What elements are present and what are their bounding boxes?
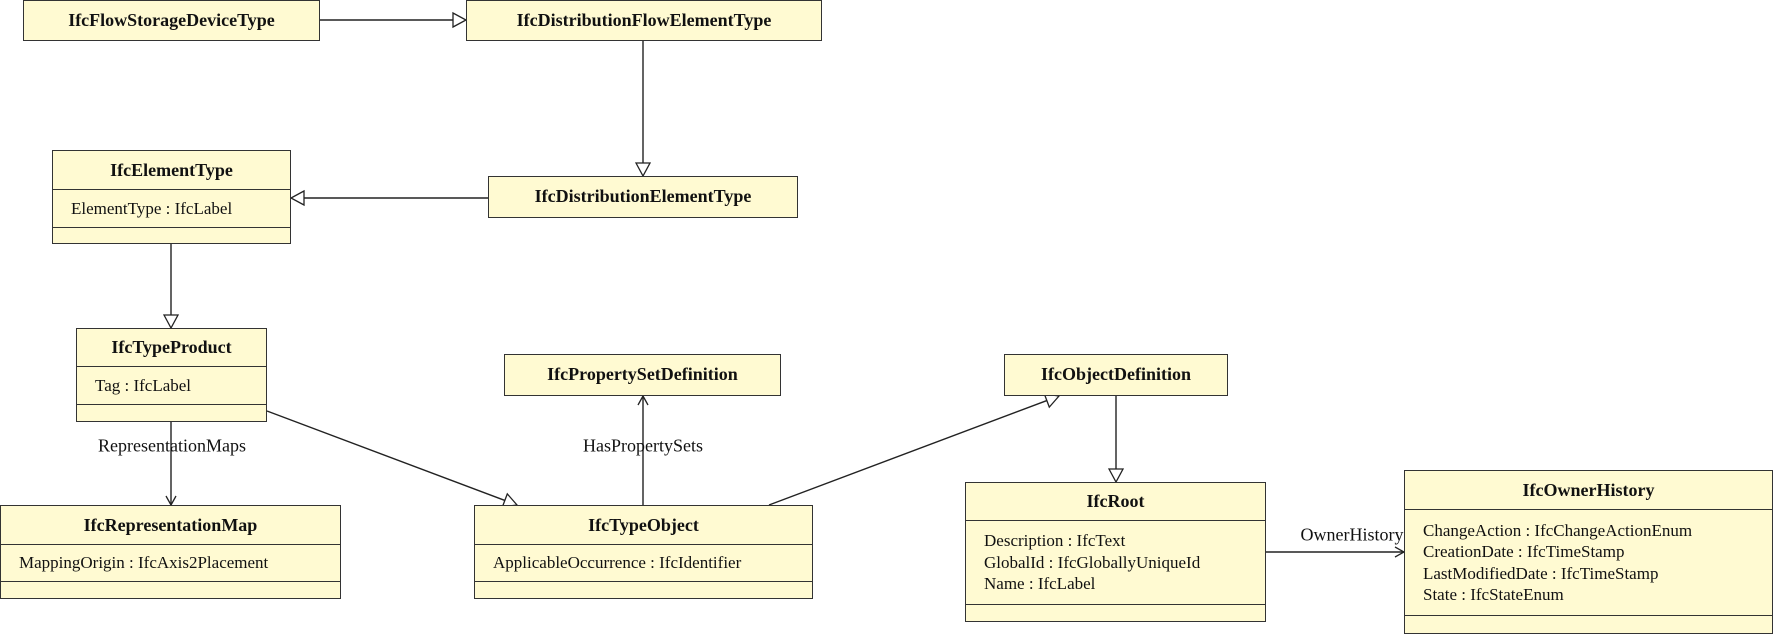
relation-generalization [289,189,488,207]
attribute: LastModifiedDate : IfcTimeStamp [1423,563,1659,583]
operations-compartment [53,227,290,243]
relation-association [637,394,649,505]
hollow-triangle-arrowhead-icon [162,314,180,330]
hollow-triangle-arrowhead-icon [289,189,305,207]
relation-label: HasPropertySets [583,435,703,456]
attribute: GlobalId : IfcGloballyUniqueId [984,552,1201,572]
class-name: IfcFlowStorageDeviceType [68,9,275,30]
class-distelement: IfcDistributionElementType [488,176,798,218]
class-name: IfcDistributionElementType [534,186,752,206]
attribute: MappingOrigin : IfcAxis2Placement [19,553,269,573]
relation-generalization [266,410,519,508]
operations-compartment [77,404,266,421]
attribute: ApplicableOccurrence : IfcIdentifier [493,553,742,573]
attribute: Description : IfcText [984,531,1126,551]
attributes-compartment: ElementType : IfcLabel [53,189,290,227]
relation-generalization [1107,396,1125,484]
relation-label: RepresentationMaps [98,435,246,456]
attributes-compartment: ApplicableOccurrence : IfcIdentifier [475,544,812,581]
hollow-triangle-arrowhead-icon [1107,468,1125,484]
class-flowstorage: IfcFlowStorageDeviceType [23,0,320,41]
class-distflow: IfcDistributionFlowElementType [466,0,822,41]
attribute: ChangeAction : IfcChangeActionEnum [1423,520,1693,540]
relation-line [768,399,1048,506]
class-name: IfcElementType [110,159,233,180]
class-name: IfcOwnerHistory [1522,479,1655,500]
class-name: IfcRoot [1086,491,1145,511]
attribute: Tag : IfcLabel [95,375,192,395]
relation-generalization [634,41,652,178]
attribute: Name : IfcLabel [984,574,1096,594]
attribute: ElementType : IfcLabel [71,198,233,218]
relation-generalization [320,11,468,29]
attributes-compartment: MappingOrigin : IfcAxis2Placement [1,544,340,581]
class-propset: IfcPropertySetDefinition [504,354,781,396]
attributes-compartment: Tag : IfcLabel [77,366,266,404]
class-name: IfcRepresentationMap [83,514,258,535]
relation-label: OwnerHistory [1300,524,1404,545]
relation-line [266,410,506,502]
hollow-triangle-arrowhead-icon [634,162,652,178]
operations-compartment [1405,615,1772,633]
operations-compartment [1,581,340,598]
operations-compartment [475,581,812,598]
class-name: IfcPropertySetDefinition [547,364,738,384]
class-name: IfcTypeObject [588,514,699,535]
operations-compartment [966,604,1265,621]
relation-association [165,422,177,507]
class-name: IfcObjectDefinition [1041,364,1191,384]
attribute: State : IfcStateEnum [1423,585,1564,604]
relation-association [1266,546,1406,558]
hollow-triangle-arrowhead-icon [452,11,468,29]
open-arrowhead-icon [637,394,649,406]
relation-generalization [162,244,180,330]
class-objdef: IfcObjectDefinition [1004,354,1228,396]
class-name: IfcTypeProduct [111,337,232,357]
class-name: IfcDistributionFlowElementType [516,9,772,30]
attribute: CreationDate : IfcTimeStamp [1423,542,1625,561]
